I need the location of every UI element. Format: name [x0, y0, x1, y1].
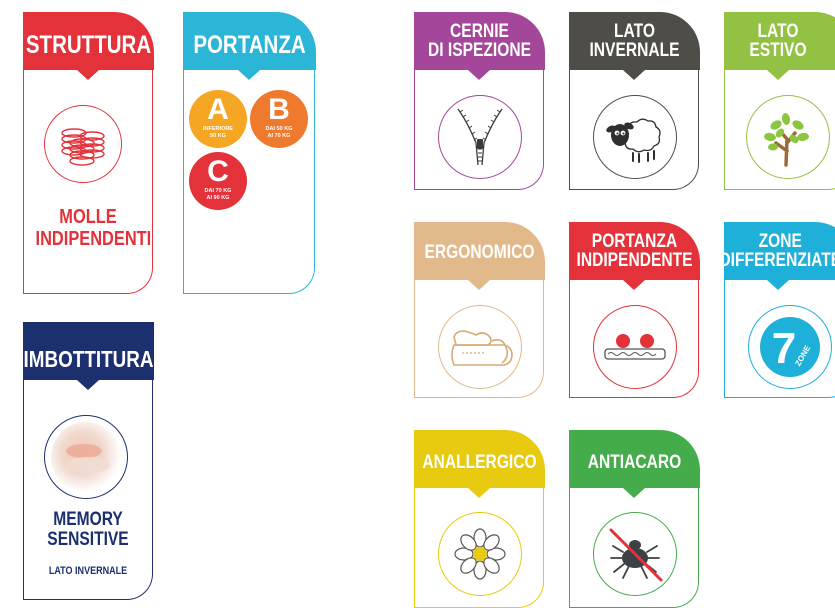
zone-notch [767, 280, 789, 290]
lato-invernale-notch [623, 70, 645, 80]
portanza-badge-b: B DAI 50 KG AI 70 KG [250, 90, 308, 148]
portanza-badge-b-line1: DAI 50 KG [250, 126, 308, 132]
struttura-label-line2: INDIPENDENTI [36, 229, 141, 251]
zone-icon-circle: 7 ZONE [748, 305, 832, 389]
zone-title: ZONE DIFFERENZIATE [727, 222, 834, 280]
zone-card: ZONE DIFFERENZIATE 7 ZONE [724, 222, 835, 398]
zone-title-line1: ZONE [759, 232, 802, 251]
portanza-indipendente-title-line2: INDIPENDENTE [576, 251, 692, 270]
imbottitura-title: IMBOTTITURA [34, 322, 141, 396]
portanza-card: PORTANZA A INFERIORE 50 KG B DAI 50 KG A… [183, 12, 315, 294]
struttura-label-line1: MOLLE [36, 207, 141, 229]
lato-estivo-title-line2: ESTIVO [749, 41, 806, 60]
memory-foam-icon [44, 415, 128, 499]
seven-zones-icon: 7 ZONE [748, 305, 832, 389]
anallergico-card: ANALLERGICO [414, 430, 544, 608]
portanza-indipendente-card: PORTANZA INDIPENDENTE [569, 222, 699, 398]
anallergico-icon-circle [438, 512, 522, 596]
no-mite-icon [593, 512, 677, 596]
lato-invernale-icon-circle [593, 95, 677, 179]
cernie-card: CERNIE DI ISPEZIONE [414, 12, 544, 190]
independent-support-icon [593, 305, 677, 389]
lato-invernale-title-line1: LATO [614, 22, 655, 41]
portanza-badge-b-line2: AI 70 KG [250, 133, 308, 139]
portanza-badge-c-letter: C [189, 157, 247, 187]
imbottitura-label-line2: SENSITIVE [36, 530, 141, 551]
portanza-badge-a: A INFERIORE 50 KG [189, 90, 247, 148]
lato-estivo-card: LATO ESTIVO [724, 12, 835, 190]
lato-estivo-icon-circle [746, 95, 830, 179]
struttura-card: STRUTTURA MOLLE INDIPENDENTI [23, 12, 153, 294]
cernie-title: CERNIE DI ISPEZIONE [425, 12, 532, 70]
cernie-notch [468, 70, 490, 80]
daisy-flower-icon [438, 512, 522, 596]
portanza-badge-c: C DAI 70 KG AI 90 KG [189, 152, 247, 210]
antiacaro-icon-circle [593, 512, 677, 596]
zone-number: 7 [771, 324, 795, 373]
portanza-indipendente-title: PORTANZA INDIPENDENTE [580, 222, 687, 280]
imbottitura-icon-circle [44, 415, 128, 499]
struttura-title: STRUTTURA [34, 12, 141, 78]
lato-invernale-title: LATO INVERNALE [580, 12, 687, 70]
portanza-indipendente-notch [623, 280, 645, 290]
ergonomic-pillow-icon [438, 305, 522, 389]
springs-icon [44, 105, 122, 183]
ergonomico-card: ERGONOMICO [414, 222, 544, 398]
imbottitura-sub: LATO INVERNALE [36, 566, 141, 578]
portanza-badge-a-letter: A [189, 95, 247, 125]
cernie-title-line1: CERNIE [450, 22, 509, 41]
portanza-indipendente-title-line1: PORTANZA [591, 232, 676, 251]
portanza-badge-a-line2: 50 KG [189, 133, 247, 139]
ergonomico-icon-circle [438, 305, 522, 389]
zipper-icon [438, 95, 522, 179]
anallergico-title: ANALLERGICO [425, 430, 532, 494]
portanza-title: PORTANZA [194, 12, 303, 78]
antiacaro-card: ANTIACARO [569, 430, 699, 608]
sheep-icon [593, 95, 677, 179]
antiacaro-title: ANTIACARO [580, 430, 687, 494]
lato-estivo-title-line1: LATO [757, 22, 798, 41]
zone-title-line2: DIFFERENZIATE [719, 251, 835, 270]
tree-icon [746, 95, 830, 179]
lato-invernale-title-line2: INVERNALE [589, 41, 679, 60]
portanza-indipendente-icon-circle [593, 305, 677, 389]
lato-estivo-title: LATO ESTIVO [733, 12, 822, 70]
portanza-badge-b-letter: B [250, 95, 308, 125]
imbottitura-card: IMBOTTITURA MEMORY SENSITIVE LATO INVERN… [23, 322, 153, 600]
struttura-icon-circle [44, 105, 122, 183]
cernie-title-line2: DI ISPEZIONE [427, 41, 530, 60]
lato-invernale-card: LATO INVERNALE [569, 12, 699, 190]
portanza-badge-c-line1: DAI 70 KG [189, 188, 247, 194]
portanza-badge-a-line1: INFERIORE [189, 126, 247, 132]
ergonomico-title: ERGONOMICO [425, 222, 532, 282]
cernie-icon-circle [438, 95, 522, 179]
imbottitura-label-line1: MEMORY [36, 510, 141, 531]
portanza-badge-c-line2: AI 90 KG [189, 195, 247, 201]
lato-estivo-notch [767, 70, 789, 80]
